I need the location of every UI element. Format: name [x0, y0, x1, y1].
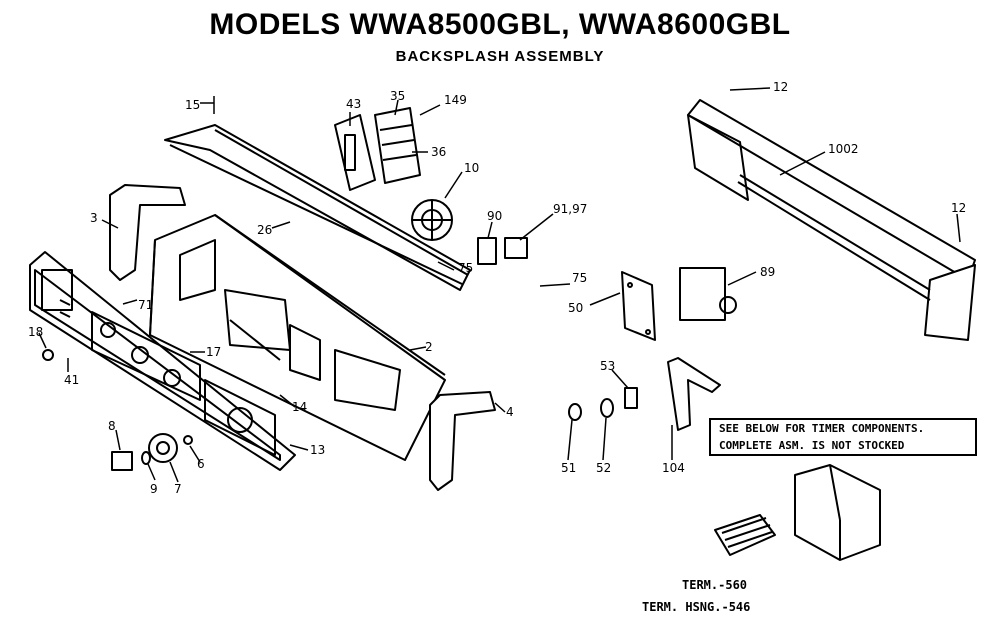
callout-leaders — [38, 87, 961, 483]
callout-41: 41 — [64, 373, 79, 387]
page-subtitle: BACKSPLASH ASSEMBLY — [395, 48, 605, 65]
callout-53: 53 — [600, 359, 615, 373]
callout-labels: 15 43 35 149 36 10 90 91,97 12 1002 12 3… — [28, 80, 966, 496]
callout-3: 3 — [90, 211, 98, 225]
callout-13: 13 — [310, 443, 325, 457]
mounting-plate — [621, 271, 656, 341]
control-panel — [29, 251, 296, 471]
note-line-2: COMPLETE ASM. IS NOT STOCKED — [719, 439, 905, 452]
callout-17: 17 — [206, 345, 221, 359]
callout-1002: 1002 — [828, 142, 859, 156]
callout-91-97: 91,97 — [553, 202, 587, 216]
callout-90: 90 — [487, 209, 502, 223]
small-switch-parts — [477, 237, 528, 265]
front-knob-parts — [42, 349, 193, 471]
page-title: MODELS WWA8500GBL, WWA8600GBL — [209, 8, 791, 41]
callout-36: 36 — [431, 145, 446, 159]
callout-12-top: 12 — [773, 80, 788, 94]
callout-43: 43 — [346, 97, 361, 111]
backsplash-frame — [149, 214, 446, 461]
left-end-cap — [109, 184, 186, 281]
rear-mounting-bracket — [687, 99, 976, 341]
term-label: TERM.-560 — [682, 578, 748, 592]
callout-52: 52 — [596, 461, 611, 475]
callout-8: 8 — [108, 419, 116, 433]
callout-50: 50 — [568, 301, 583, 315]
l-bracket — [667, 357, 721, 431]
callout-75-right: 75 — [572, 271, 587, 285]
callout-2: 2 — [425, 340, 433, 354]
top-trim-strip — [164, 124, 471, 291]
term-housing-label: TERM. HSNG.-546 — [642, 600, 751, 614]
small-hardware — [568, 387, 638, 421]
callout-149: 149 — [444, 93, 467, 107]
callout-89: 89 — [760, 265, 775, 279]
callout-104: 104 — [662, 461, 685, 475]
timer-housing — [794, 464, 881, 561]
callout-10: 10 — [464, 161, 479, 175]
timer-components-note: SEE BELOW FOR TIMER COMPONENTS. COMPLETE… — [709, 418, 977, 456]
callout-7: 7 — [174, 482, 182, 496]
callout-9: 9 — [150, 482, 158, 496]
callout-15: 15 — [185, 98, 200, 112]
callout-6: 6 — [197, 457, 205, 471]
terminal-strip — [714, 514, 776, 556]
callout-35: 35 — [390, 89, 405, 103]
callout-14: 14 — [292, 400, 307, 414]
switch-assembly — [334, 107, 421, 191]
callout-4: 4 — [506, 405, 514, 419]
callout-18: 18 — [28, 325, 43, 339]
note-line-1: SEE BELOW FOR TIMER COMPONENTS. — [719, 422, 925, 435]
callout-51: 51 — [561, 461, 576, 475]
callout-71: 71 — [138, 298, 153, 312]
timer-motor — [679, 267, 737, 321]
timer-knob — [411, 199, 453, 241]
callout-12-right: 12 — [951, 201, 966, 215]
callout-26: 26 — [257, 223, 272, 237]
callout-75-left: 75 — [458, 261, 473, 275]
right-end-cap — [429, 391, 496, 491]
